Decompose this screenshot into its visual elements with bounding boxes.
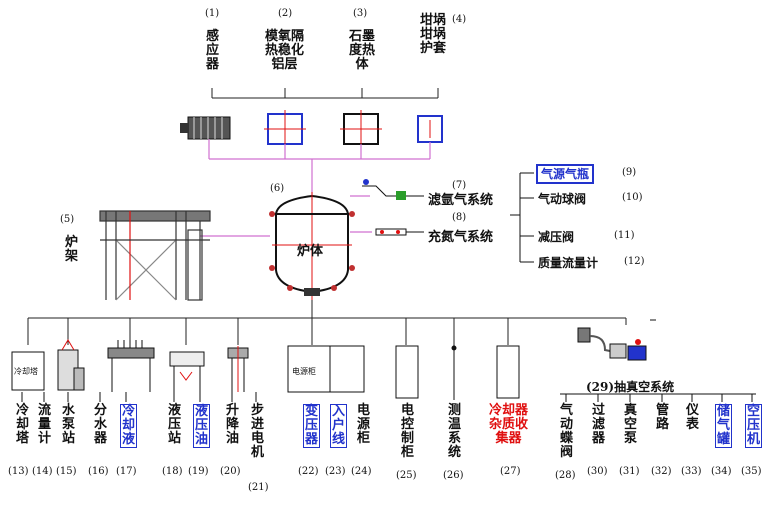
label-17: 冷却液 bbox=[120, 404, 137, 448]
label-31: 真空泵 bbox=[623, 403, 637, 446]
label-24: 电源柜 bbox=[356, 403, 370, 446]
label-35: 空压机 bbox=[745, 404, 762, 448]
bottom-bracket bbox=[27, 300, 627, 345]
label-23: 入户线 bbox=[330, 404, 347, 448]
pressure-reducer-label: 减压阀 bbox=[538, 230, 575, 244]
num-18: (18) bbox=[162, 466, 183, 477]
label-30: 过滤器 bbox=[591, 403, 605, 446]
component-1-label: 感应器 bbox=[205, 29, 219, 72]
num-34: (34) bbox=[711, 466, 732, 477]
num-17: (17) bbox=[116, 466, 137, 477]
crucible-icon bbox=[417, 115, 443, 143]
num-32: (32) bbox=[651, 466, 672, 477]
label-25: 电控制柜 bbox=[400, 403, 414, 460]
gas-bracket bbox=[510, 172, 534, 263]
pressure-reducer-num: (11) bbox=[614, 230, 635, 241]
num-15: (15) bbox=[56, 466, 77, 477]
frame-label: 炉架 bbox=[64, 235, 78, 264]
num-20: (20) bbox=[220, 466, 241, 477]
component-2-label: 模氧隔热稳化铝层 bbox=[264, 29, 304, 72]
power-cabinet-icon-label: 电源柜 bbox=[292, 367, 316, 376]
num-31: (31) bbox=[619, 466, 640, 477]
frame-icon bbox=[99, 210, 211, 301]
gas-num-8: (8) bbox=[452, 212, 467, 223]
furnace-num: (6) bbox=[270, 183, 285, 194]
num-14: (14) bbox=[32, 466, 53, 477]
label-26: 测温系统 bbox=[447, 403, 461, 460]
argon-system-label: 滤氩气系统 bbox=[428, 193, 494, 208]
cooling-tower-icon-label: 冷却塔 bbox=[14, 367, 38, 376]
gas-bottle-num: (9) bbox=[622, 167, 637, 178]
num-35: (35) bbox=[741, 466, 762, 477]
inductor-coil-icon bbox=[180, 116, 231, 140]
mass-flow-meter-label: 质量流量计 bbox=[538, 256, 599, 270]
vacuum-system-text: 抽真空系统 bbox=[614, 380, 675, 394]
label-22: 变压器 bbox=[303, 404, 320, 448]
num-23: (23) bbox=[325, 466, 346, 477]
label-33: 仪表 bbox=[685, 403, 699, 432]
vacuum-system-num: (29) bbox=[586, 380, 615, 394]
num-25: (25) bbox=[396, 470, 417, 481]
label-20: 升降油 bbox=[225, 403, 239, 446]
vacuum-system-label: (29)抽真空系统 bbox=[586, 378, 674, 395]
num-24: (24) bbox=[351, 466, 372, 477]
furnace-vessel-icon bbox=[269, 192, 355, 300]
furnace-label: 炉体 bbox=[297, 244, 324, 259]
vacuum-bracket bbox=[560, 393, 756, 402]
vacuum-pump-icon bbox=[577, 319, 656, 361]
label-27: 冷却器杂质收集器 bbox=[488, 403, 528, 446]
label-16: 分水器 bbox=[93, 403, 107, 446]
num-27: (27) bbox=[500, 466, 521, 477]
component-4-label: 坩埚坩埚护套 bbox=[419, 13, 446, 56]
manifold-icon bbox=[107, 340, 155, 392]
pump-icon bbox=[57, 339, 85, 391]
num-30: (30) bbox=[587, 466, 608, 477]
pneumatic-ball-valve-label: 气动球阀 bbox=[538, 192, 587, 206]
component-2-num: (2) bbox=[278, 8, 293, 19]
label-28: 气动蝶阀 bbox=[559, 403, 573, 460]
num-21: (21) bbox=[248, 482, 269, 493]
frame-num: (5) bbox=[60, 214, 75, 225]
label-13: 冷却塔 bbox=[15, 403, 29, 446]
pneumatic-ball-valve-num: (10) bbox=[622, 192, 643, 203]
num-28: (28) bbox=[555, 470, 576, 481]
mass-flow-meter-num: (12) bbox=[624, 256, 645, 267]
label-32: 管路 bbox=[655, 403, 669, 432]
hydraulic-station-icon bbox=[169, 351, 205, 392]
num-22: (22) bbox=[298, 466, 319, 477]
label-19: 液压油 bbox=[193, 404, 210, 448]
component-3-label: 石墨度热体 bbox=[348, 29, 375, 72]
lift-icon bbox=[227, 346, 249, 392]
connection-lines bbox=[200, 139, 431, 237]
num-16: (16) bbox=[88, 466, 109, 477]
bottom-leg-lines bbox=[21, 392, 257, 402]
label-21: 步进电机 bbox=[250, 403, 264, 460]
gas-num-7: (7) bbox=[452, 180, 467, 191]
num-33: (33) bbox=[681, 466, 702, 477]
num-19: (19) bbox=[188, 466, 209, 477]
num-13: (13) bbox=[8, 466, 29, 477]
component-3-num: (3) bbox=[353, 8, 368, 19]
nitrogen-system-label: 充氮气系统 bbox=[428, 230, 494, 245]
insulation-box-icon bbox=[264, 110, 306, 148]
cabinet-icon bbox=[287, 345, 520, 400]
component-4-num: (4) bbox=[452, 14, 467, 25]
label-34: 储气罐 bbox=[715, 404, 732, 448]
label-18: 液压站 bbox=[167, 403, 181, 446]
top-bracket bbox=[211, 88, 439, 99]
graphite-heater-icon bbox=[340, 110, 382, 148]
gas-valve-icons bbox=[362, 179, 424, 236]
num-26: (26) bbox=[443, 470, 464, 481]
component-1-num: (1) bbox=[205, 8, 220, 19]
label-14: 流量计 bbox=[37, 403, 51, 446]
cooling-tower-icon bbox=[11, 351, 45, 391]
gas-bottle-label: 气源气瓶 bbox=[536, 164, 595, 184]
label-15: 水泵站 bbox=[61, 403, 75, 446]
